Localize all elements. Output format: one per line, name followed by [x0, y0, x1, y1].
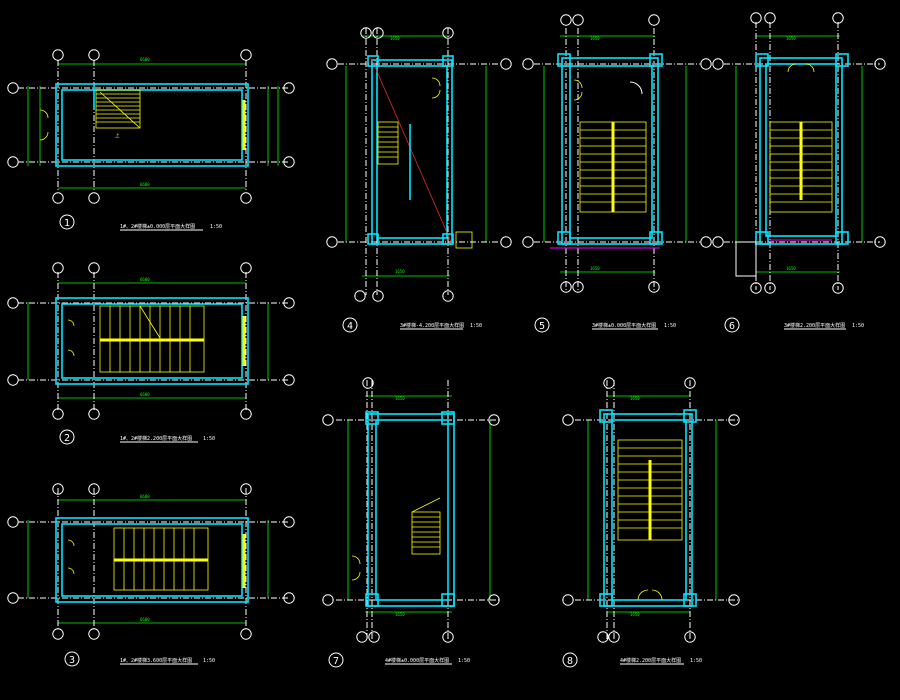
dim-p3-bottom: 6600 [140, 617, 150, 622]
plan-5-caption: 3#楼梯±0.000层平面大样图 [592, 322, 656, 329]
plan-3-caption: 1#、2#楼梯3.600层平面大样图 [120, 657, 192, 664]
dim-p4-top: 1650 [390, 36, 400, 41]
plan-8-number: 8 [567, 656, 573, 667]
plan-4-caption: 3#楼梯-4.200层平面大样图 [400, 322, 464, 329]
plan-5-number-circle [534, 317, 550, 333]
plan-1-scale: 1:50 [210, 224, 222, 230]
plan-3: 6600 6600 3 1#、2#楼梯3.600层平面大样图 1:50 [7, 483, 295, 667]
plan-6-number-circle [724, 317, 740, 333]
dim-total-top: 6600 [140, 57, 150, 62]
plan-1-caption: 1#、2#楼梯±0.000层平面大样图 [120, 223, 195, 230]
dim-p8-bottom: 1650 [630, 612, 640, 617]
plan-1: 6600 6600 上 1 1#、2#楼梯±0.000层平面大样图 1:50 [7, 49, 295, 231]
dim-p7-bottom: 1650 [395, 612, 405, 617]
plan-7-caption: 4#楼梯±0.000层平面大样图 [385, 657, 449, 664]
plan-1-number-circle [59, 214, 75, 230]
plan-3-number-circle [64, 651, 80, 667]
plan-2-number: 2 [64, 433, 70, 444]
plan-3-scale: 1:50 [203, 658, 215, 664]
plan-8-caption: 4#楼梯2.200层平面大样图 [620, 657, 681, 664]
plan-2-number-circle [59, 429, 75, 445]
dim-p4-bottom: 1650 [395, 269, 405, 274]
dim-p3-top: 6600 [140, 494, 150, 499]
plan-7: 1650 1650 7 4#楼梯±0.000层平面大样图 1:50 [322, 377, 500, 668]
plan-8-number-circle [562, 652, 578, 668]
plan-6-number: 6 [729, 321, 735, 332]
plan-7-scale: 1:50 [458, 658, 470, 664]
dim-p5-bottom: 1650 [590, 266, 600, 271]
plan-2-scale: 1:50 [203, 436, 215, 442]
dim-p5-top: 1650 [590, 36, 600, 41]
plan-4: 1650 1650 4 3#楼梯-4.200层平面大样图 1:50 [326, 27, 512, 333]
plan-7-number-circle [328, 652, 344, 668]
plan-3-number: 3 [69, 655, 75, 666]
dim-p2-bottom: 6600 [140, 392, 150, 397]
plan-4-number-circle [342, 317, 358, 333]
plan-1-number: 1 [64, 218, 70, 229]
plan-2: 6600 6600 2 1#、2#楼梯2.200层平面大样图 1:50 [7, 262, 295, 445]
plan-7-number: 7 [333, 656, 339, 667]
plan-8-scale: 1:50 [690, 658, 702, 664]
plan-6: 1650 1650 6 3#楼梯2.200层平面大样图 1:50 [712, 12, 886, 333]
plan-4-scale: 1:50 [470, 323, 482, 329]
plan-8: 1650 1650 8 4#楼梯2.200层平面大样图 1:50 [562, 377, 740, 668]
dim-p8-top: 1650 [630, 396, 640, 401]
plan-5: 1650 1650 5 3#楼梯±0.000层平面大样图 1:50 [522, 14, 712, 333]
dim-total-bottom: 6600 [140, 182, 150, 187]
dim-p6-top: 1650 [786, 36, 796, 41]
plan-2-caption: 1#、2#楼梯2.200层平面大样图 [120, 435, 192, 442]
plan-5-scale: 1:50 [664, 323, 676, 329]
p1-up: 上 [115, 132, 120, 139]
dim-p2-top: 6600 [140, 277, 150, 282]
dim-p7-top: 1650 [395, 396, 405, 401]
dim-p6-bottom: 1650 [786, 266, 796, 271]
plan-4-number: 4 [347, 321, 353, 332]
plan-5-number: 5 [539, 321, 545, 332]
plan-6-scale: 1:50 [852, 323, 864, 329]
plan-6-caption: 3#楼梯2.200层平面大样图 [784, 322, 845, 329]
